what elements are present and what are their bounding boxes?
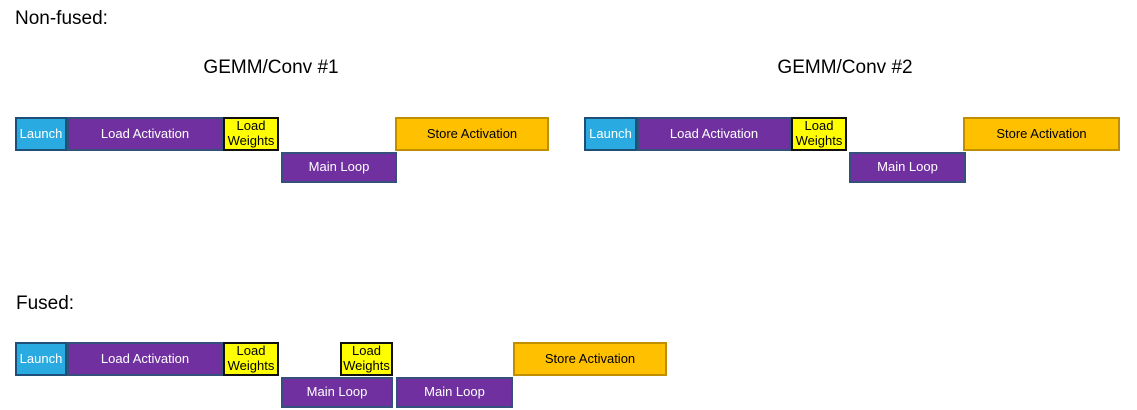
main-loop-block: Main Loop xyxy=(281,377,393,408)
launch-block: Launch xyxy=(15,342,67,376)
load-weights-block: Load Weights xyxy=(223,117,279,151)
store-activation-block: Store Activation xyxy=(513,342,667,376)
load-activation-block: Load Activation xyxy=(637,117,791,151)
gemm-conv-1-title: GEMM/Conv #1 xyxy=(203,57,339,78)
load-activation-block: Load Activation xyxy=(67,117,223,151)
non-fused-heading: Non-fused: xyxy=(15,8,108,29)
gemm-conv-2-title: GEMM/Conv #2 xyxy=(777,57,913,78)
main-loop-block: Main Loop xyxy=(396,377,513,408)
load-activation-block: Load Activation xyxy=(67,342,223,376)
main-loop-block: Main Loop xyxy=(281,152,397,183)
launch-block: Launch xyxy=(15,117,67,151)
load-weights-block: Load Weights xyxy=(223,342,279,376)
launch-block: Launch xyxy=(584,117,637,151)
load-weights-block: Load Weights xyxy=(791,117,847,151)
store-activation-block: Store Activation xyxy=(395,117,549,151)
main-loop-block: Main Loop xyxy=(849,152,966,183)
store-activation-block: Store Activation xyxy=(963,117,1120,151)
fused-heading: Fused: xyxy=(16,293,75,314)
load-weights-block: Load Weights xyxy=(340,342,393,376)
